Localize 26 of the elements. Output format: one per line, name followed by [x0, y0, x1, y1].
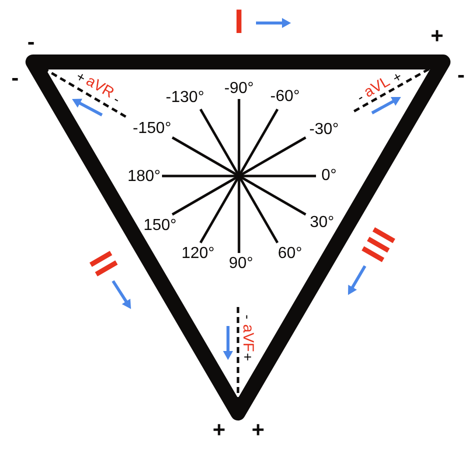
lead-label: I — [233, 9, 246, 35]
polarity-sign: - — [27, 31, 35, 53]
angle-label: 150° — [143, 218, 177, 234]
polarity-sign: + — [212, 419, 226, 441]
polarity-sign: + — [252, 419, 264, 441]
polarity-sign: + — [390, 68, 404, 86]
angle-label: -90° — [224, 81, 254, 97]
angle-label: 90° — [228, 256, 254, 272]
angle-label: 30° — [310, 215, 334, 231]
angle-label: -130° — [166, 90, 204, 106]
lead-label: aVF — [240, 324, 256, 352]
polarity-sign: + — [241, 352, 255, 362]
polarity-sign: - — [11, 67, 19, 89]
polarity-sign: + — [430, 25, 444, 47]
angle-label: -60° — [270, 89, 300, 105]
angle-label: 0° — [321, 168, 337, 184]
polarity-sign: - — [241, 314, 255, 320]
polarity-sign: - — [111, 92, 123, 106]
angle-label: -150° — [132, 121, 172, 137]
angle-label: 120° — [181, 246, 215, 262]
lead-label: III — [359, 224, 399, 266]
angle-label: -30° — [309, 122, 339, 138]
polarity-sign: - — [457, 64, 465, 86]
angle-label: 180° — [127, 169, 161, 185]
lead-label: II — [86, 247, 120, 281]
angle-label: 60° — [278, 246, 302, 262]
